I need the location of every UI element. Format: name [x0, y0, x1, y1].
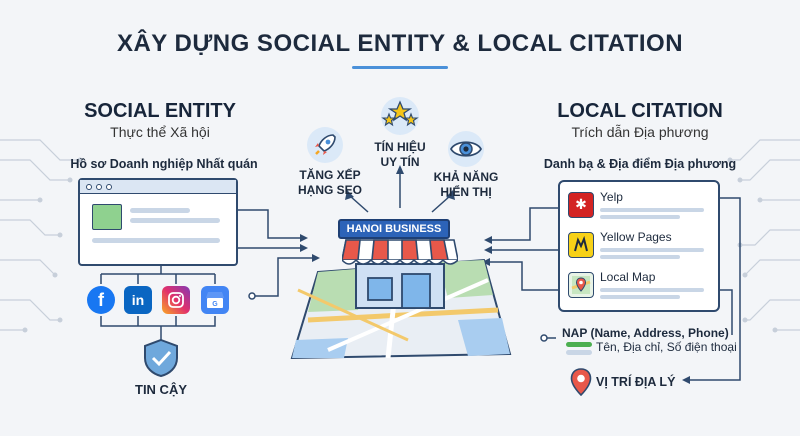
instagram-icon — [162, 286, 190, 314]
benefit-line: TĂNG XẾP — [299, 168, 361, 182]
profile-image-placeholder — [92, 204, 122, 230]
trust-label: TIN CẬY — [135, 382, 187, 397]
map-icon — [568, 272, 594, 298]
svg-text:G: G — [212, 301, 218, 308]
text-line — [600, 215, 680, 219]
facebook-icon: f — [87, 286, 115, 314]
benefit-label-seo: TĂNG XẾP HẠNG SEO — [290, 168, 370, 198]
browser-titlebar — [80, 180, 236, 194]
rocket-icon — [307, 127, 343, 163]
social-entity-heading: SOCIAL ENTITY — [84, 100, 236, 122]
directory-item: Local Map — [568, 270, 714, 302]
stars-icon — [381, 97, 419, 135]
window-dot — [96, 184, 102, 190]
text-line — [600, 295, 680, 299]
directory-card: ✱ Yelp Yellow Pages Local Map — [558, 180, 720, 312]
benefit-line: KHẢ NĂNG — [433, 170, 499, 184]
text-line — [130, 208, 190, 213]
eye-icon — [448, 131, 484, 167]
nap-indicator-gray — [566, 350, 592, 355]
benefit-line: HIỂN THỊ — [440, 185, 492, 199]
benefit-label-visibility: KHẢ NĂNG HIỂN THỊ — [426, 170, 506, 200]
benefit-line: UY TÍN — [380, 155, 420, 169]
yelp-icon: ✱ — [568, 192, 594, 218]
linkedin-icon: in — [124, 286, 152, 314]
title-underline — [352, 66, 448, 69]
directory-item: ✱ Yelp — [568, 190, 714, 222]
location-pin-icon — [570, 368, 592, 396]
social-entity-subheading: Thực thể Xã hội — [110, 124, 210, 140]
text-line — [600, 255, 680, 259]
store-sign: HANOI BUSINESS — [338, 219, 450, 239]
google-business-icon: G — [201, 286, 229, 314]
storefront-icon — [342, 239, 458, 309]
page-title: XÂY DỰNG SOCIAL ENTITY & LOCAL CITATION — [116, 30, 684, 57]
local-citation-subheading: Trích dẫn Địa phương — [571, 124, 709, 140]
benefit-line: TÍN HIỆU — [374, 140, 426, 154]
window-dot — [86, 184, 92, 190]
location-label: VỊ TRÍ ĐỊA LÝ — [596, 375, 676, 389]
shield-check-icon — [144, 338, 178, 378]
benefit-line: HẠNG SEO — [297, 183, 362, 197]
nap-indicator-green — [566, 342, 592, 347]
directory-item-label: Yelp — [600, 190, 623, 204]
directory-item-label: Yellow Pages — [600, 230, 672, 244]
directory-item-label: Local Map — [600, 270, 656, 284]
profile-label: Hồ sơ Doanh nghiệp Nhất quán — [70, 157, 258, 171]
text-line — [600, 208, 704, 212]
nap-title-text: NAP (Name, Address, Phone) — [562, 326, 729, 340]
directory-item: Yellow Pages — [568, 230, 714, 262]
nap-subtitle: Tên, Địa chỉ, Số điện thoại — [596, 340, 737, 354]
text-line — [600, 248, 704, 252]
text-line — [92, 238, 220, 243]
text-line — [600, 288, 704, 292]
local-citation-heading: LOCAL CITATION — [557, 100, 723, 122]
text-line — [130, 218, 220, 223]
yellow-pages-icon — [568, 232, 594, 258]
directory-label: Danh bạ & Địa điểm Địa phương — [543, 157, 737, 171]
benefit-label-trust: TÍN HIỆU UY TÍN — [360, 140, 440, 170]
window-dot — [106, 184, 112, 190]
business-profile-window — [78, 178, 238, 266]
nap-title: NAP (Name, Address, Phone) — [562, 326, 742, 341]
